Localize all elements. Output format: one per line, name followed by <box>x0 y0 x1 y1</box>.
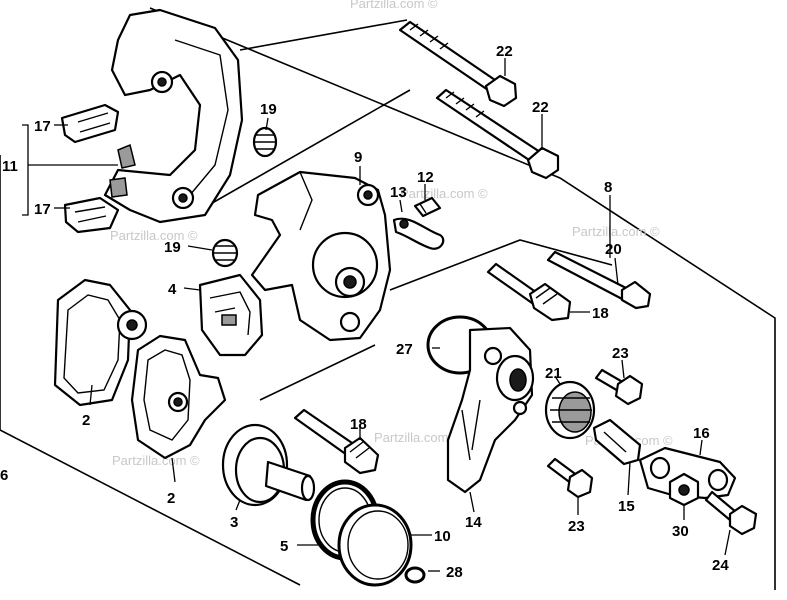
callout-labels: 2 2 3 4 5 6 8 9 10 11 12 13 14 15 16 17 … <box>0 43 729 581</box>
dust-seal <box>337 503 413 587</box>
callout-22-upper: 22 <box>496 43 513 60</box>
watermark-2: Partzilla.com © <box>400 186 488 201</box>
callout-18-lower: 18 <box>350 416 367 433</box>
callout-11: 11 <box>2 158 18 175</box>
callout-13: 13 <box>390 184 407 201</box>
assembly-frame <box>0 7 776 590</box>
callout-30: 30 <box>672 523 689 540</box>
callout-3: 3 <box>230 514 238 531</box>
frame-lower <box>259 344 376 401</box>
watermark-5: Partzilla.com © <box>374 430 462 445</box>
watermark-4: Partzilla.com © <box>112 453 200 468</box>
callout-5: 5 <box>280 538 288 555</box>
bolt-24 <box>704 490 758 536</box>
support-bracket <box>446 326 535 494</box>
callout-23-upper: 23 <box>612 345 629 362</box>
callout-17-lower: 17 <box>34 201 51 218</box>
callout-2-left: 2 <box>82 412 90 429</box>
piston-part <box>221 423 316 507</box>
callout-8: 8 <box>604 179 612 196</box>
stopper-plate <box>638 446 737 500</box>
bolt-lower <box>435 88 560 180</box>
frame-mid <box>389 239 613 291</box>
callout-23-lower: 23 <box>568 518 585 535</box>
callout-12: 12 <box>417 169 434 186</box>
brake-pad-left <box>53 278 148 407</box>
callout-20: 20 <box>605 241 622 258</box>
bleeder-cap <box>392 217 445 250</box>
callout-22-lower: 22 <box>532 99 549 116</box>
callout-28: 28 <box>446 564 463 581</box>
frame-right <box>149 7 776 590</box>
collar-part <box>592 418 642 466</box>
main-pin <box>546 250 652 310</box>
frame-bottom-left <box>0 429 301 586</box>
pad-spring-upper <box>60 103 120 144</box>
callout-18-upper: 18 <box>592 305 609 322</box>
callout-19-lower: 19 <box>164 239 181 256</box>
slide-pin-upper <box>486 262 572 322</box>
caliper-body-part <box>250 170 392 342</box>
callout-15: 15 <box>618 498 635 515</box>
callout-21: 21 <box>545 365 562 382</box>
watermark-7: Partzilla.com © <box>350 0 438 11</box>
callout-16: 16 <box>693 425 710 442</box>
pad-retainer <box>198 273 264 357</box>
leader-lines <box>22 58 731 572</box>
callout-4: 4 <box>168 281 177 298</box>
boot-upper <box>252 126 278 158</box>
rubber-bushing <box>544 380 596 440</box>
callout-10: 10 <box>434 528 451 545</box>
bolt-23-upper <box>594 368 644 406</box>
frame-top-b <box>199 89 411 211</box>
callout-14: 14 <box>465 514 482 531</box>
callout-19-upper: 19 <box>260 101 277 118</box>
callout-24: 24 <box>712 557 729 574</box>
callout-6: 6 <box>0 467 8 484</box>
watermark-1: Partzilla.com © <box>110 228 198 243</box>
bleeder-valve <box>413 196 442 218</box>
callout-27: 27 <box>396 341 413 358</box>
callout-9: 9 <box>354 149 362 166</box>
nut-part <box>668 472 700 507</box>
callout-2-right: 2 <box>167 490 175 507</box>
bolt-23-lower <box>546 457 594 499</box>
brake-pad-right <box>130 334 227 460</box>
frame-top-a <box>239 19 408 51</box>
caliper-bracket-part <box>103 8 244 224</box>
boot-lower <box>211 238 239 268</box>
pad-spring-lower <box>63 196 120 234</box>
small-o-ring <box>404 566 426 584</box>
bolt-upper <box>398 20 518 108</box>
watermark-3: Partzilla.com © <box>572 224 660 239</box>
callout-17-upper: 17 <box>34 118 51 135</box>
